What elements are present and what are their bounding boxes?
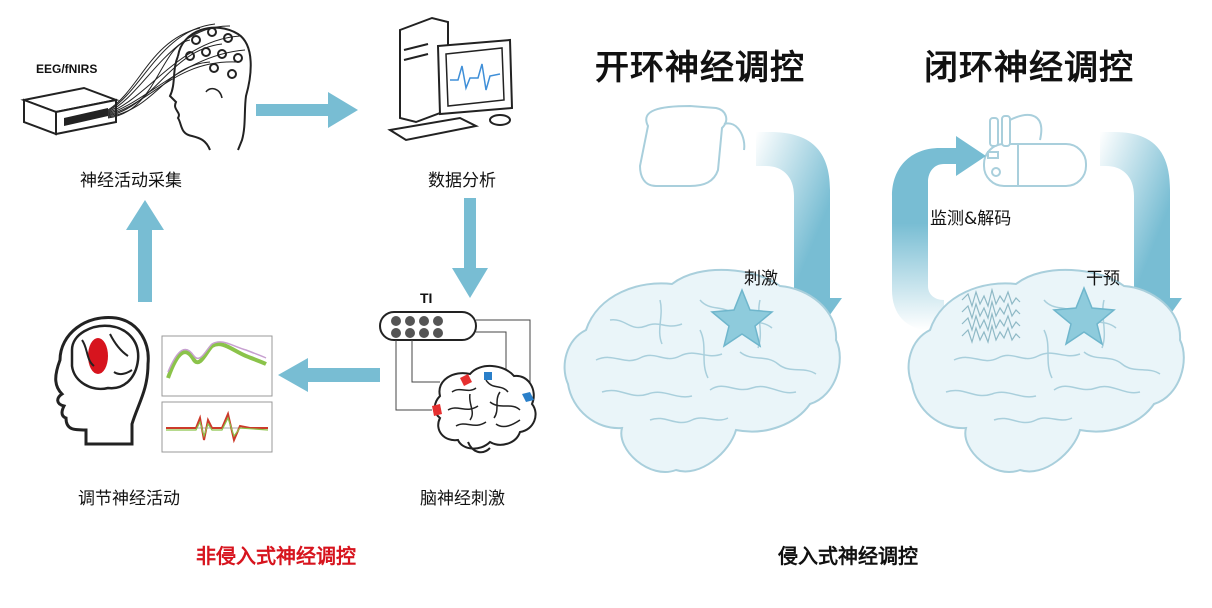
ti-label: TI [420,290,433,306]
monitor-decode-label: 监测&解码 [930,209,1012,229]
open-loop-device [638,104,746,187]
stimulate-label: 脑神经刺激 [420,489,505,509]
recorded-signals [961,287,1021,345]
eeg-device-label: EEG/fNIRS [36,62,98,76]
arrow-down [452,198,488,298]
arrow-up [126,200,164,302]
invasive-caption: 侵入式神经调控 [778,544,918,568]
computer-icon [387,16,514,142]
arrow-right-top [256,92,358,128]
signal-plots [161,335,273,453]
analysis-label: 数据分析 [428,171,496,191]
open-loop-title: 开环神经调控 [595,48,805,88]
acquire-label: 神经活动采集 [80,171,182,191]
stim-label: 刺激 [744,269,778,289]
open-stimulation-star [710,287,774,348]
open-loop-arrow [756,132,842,340]
closed-intervention-star [1052,285,1116,346]
closed-loop-arrow-right [1100,132,1182,340]
closed-loop-title: 闭环神经调控 [924,48,1134,88]
regulate-label: 调节神经活动 [78,489,180,509]
stimulated-brain [432,365,537,454]
closed-loop-arrow-left [892,136,986,330]
brain-closed [907,268,1185,473]
arrow-left [278,358,380,392]
intervene-label: 干预 [1086,269,1120,289]
noninvasive-caption: 非侵入式神经调控 [196,544,356,568]
brain-open [563,268,841,473]
ti-device [379,311,531,411]
closed-loop-device [983,113,1087,187]
eeg-device [20,86,120,136]
head-with-electrodes [168,26,252,151]
head-red-target [54,316,150,446]
